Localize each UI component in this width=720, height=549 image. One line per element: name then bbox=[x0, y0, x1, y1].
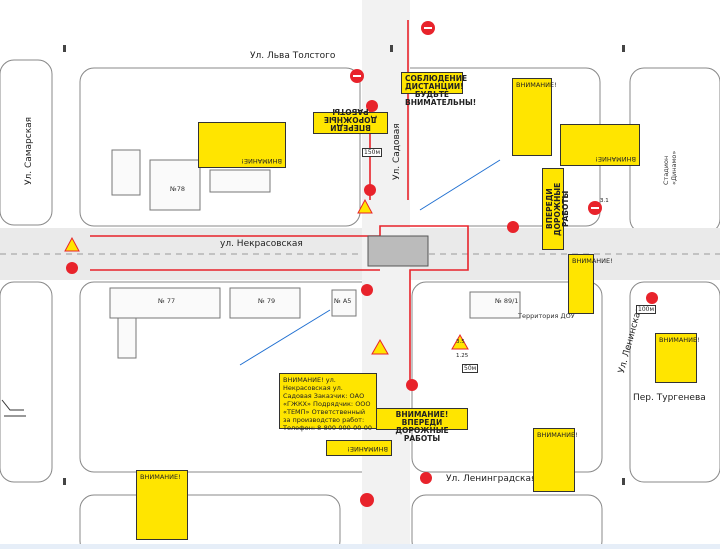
note-info-left: ВНИМАНИЕ! ул. Некрасовская ул. Садовая З… bbox=[279, 373, 377, 432]
sign-35: 3.5 bbox=[456, 339, 465, 345]
sign-311: 3.1 bbox=[600, 198, 609, 204]
bottom-strip bbox=[0, 544, 720, 549]
pedestrian-crossing-icon bbox=[1, 399, 26, 417]
street-nekrasovskaya: ул. Некрасовская bbox=[220, 239, 303, 249]
note-work-bottom: ВНИМАНИЕ! ВПЕРЕДИ ДОРОЖНЫЕ РАБОТЫ bbox=[376, 408, 468, 443]
building-89: № 89/1 bbox=[495, 297, 519, 305]
street-sadovaya: Ул. Садовая bbox=[392, 123, 402, 180]
dist-label-2: 50м bbox=[462, 364, 479, 373]
street-samarskaya: Ул. Самарская bbox=[24, 116, 34, 185]
sign-125: 1.25 bbox=[456, 353, 469, 359]
street-tolstogo: Ул. Льва Толстого bbox=[250, 51, 336, 61]
detour-arrows bbox=[239, 159, 501, 366]
building-79: № 79 bbox=[258, 297, 276, 305]
note-attention-left: ВНИМАНИЕ! bbox=[198, 122, 286, 168]
note-attention-vertical: ВНИМАНИЕ! bbox=[568, 254, 613, 314]
work-area-box bbox=[367, 235, 429, 267]
building-78: №78 bbox=[170, 185, 186, 193]
dist-label-3: 100м bbox=[636, 305, 656, 314]
note-attention-top-right: ВНИМАНИЕ! bbox=[512, 78, 557, 156]
note-attention-bottom-left: ВНИМАНИЕ! bbox=[136, 470, 188, 540]
dist-label-1: 150м bbox=[362, 148, 382, 157]
note-attention-right: ВНИМАНИЕ! bbox=[560, 124, 640, 166]
street-turgeneva: Пер. Тургенева bbox=[633, 393, 706, 403]
note-attention-bottom-right: ВНИМАНИЕ! bbox=[533, 428, 578, 492]
building-a5: № А5 bbox=[334, 297, 352, 305]
traffic-lights bbox=[63, 45, 625, 485]
note-work-right: ВПЕРЕДИ ДОРОЖНЫЕ РАБОТЫ bbox=[542, 168, 570, 250]
stadium-dinamo: Стадион «Динамо» bbox=[662, 150, 678, 185]
note-distance: СОБЛЮДЕНИЕ ДИСТАНЦИИ! БУДЬТЕ ВНИМАТЕЛЬНЫ… bbox=[401, 72, 476, 107]
buildings bbox=[109, 149, 521, 359]
note-work-top: ВПЕРЕДИ ДОРОЖНЫЕ РАБОТЫ bbox=[313, 107, 388, 134]
road-signs bbox=[64, 21, 658, 507]
note-attention-center: ВНИМАНИЕ! bbox=[326, 440, 392, 456]
building-77: № 77 bbox=[158, 297, 176, 305]
territory-dou: Территория ДОУ bbox=[518, 312, 575, 320]
street-leningradskaya: Ул. Ленинградская bbox=[446, 474, 537, 484]
note-attention-far-right: ВНИМАНИЕ! bbox=[655, 333, 700, 383]
